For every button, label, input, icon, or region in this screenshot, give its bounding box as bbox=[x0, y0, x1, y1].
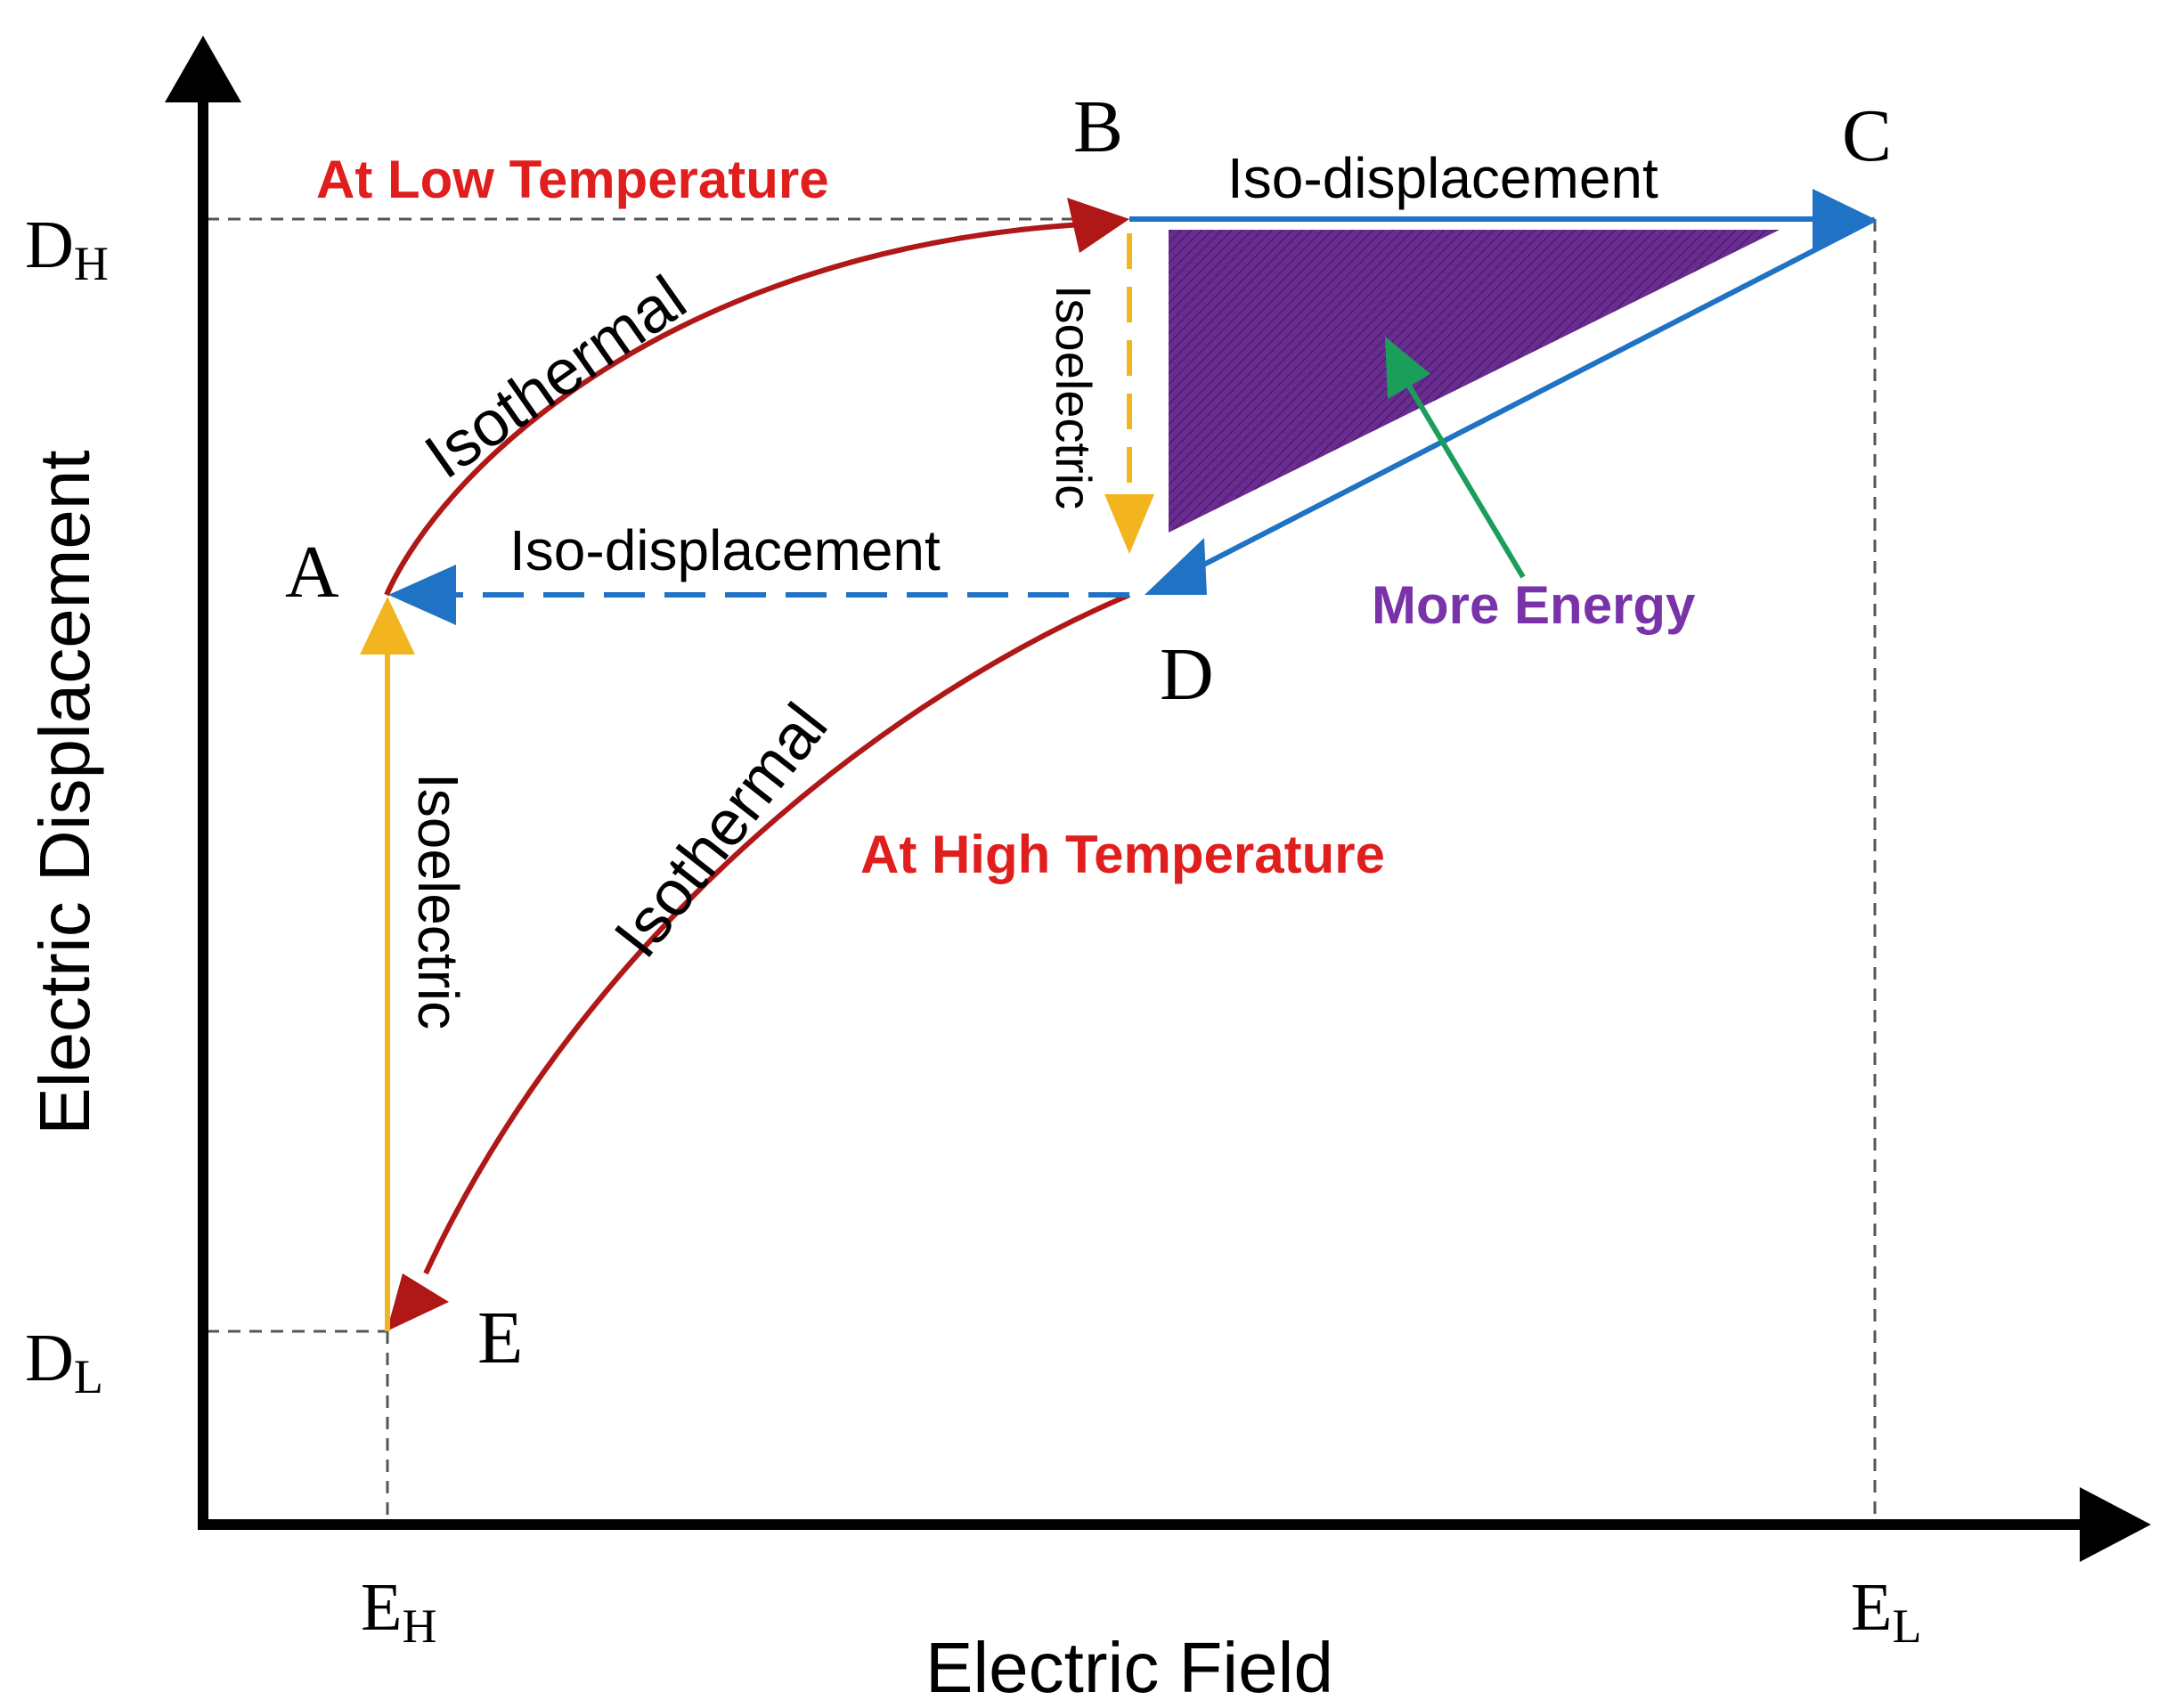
tick-d-low: DL bbox=[25, 1321, 103, 1403]
more-energy-pointer-arrowhead bbox=[1385, 337, 1430, 399]
iso-displacement-da-arrowhead bbox=[388, 565, 456, 625]
more-energy-label: More Energy bbox=[1372, 575, 1696, 635]
isoelectric-ea-label: Isoelectric bbox=[406, 773, 470, 1029]
tick-e-low: EL bbox=[1851, 1570, 1921, 1653]
cd-line bbox=[1192, 216, 1877, 573]
isothermal-upper-label: Isothermal bbox=[412, 263, 698, 492]
isothermal-lower-label: Isothermal bbox=[601, 691, 842, 971]
tick-d-high: DH bbox=[25, 207, 109, 290]
isothermal-ab-arrowhead bbox=[1067, 198, 1129, 253]
tick-e-high: EH bbox=[361, 1570, 436, 1653]
isothermal-de-curve bbox=[423, 592, 1131, 1275]
iso-displacement-mid-label: Iso-displacement bbox=[509, 518, 941, 582]
x-axis-arrowhead bbox=[2080, 1487, 2151, 1562]
guide-lines bbox=[207, 217, 1877, 1523]
axes bbox=[165, 36, 2151, 1562]
iso-displacement-top-label: Iso-displacement bbox=[1227, 146, 1658, 210]
isoelectric-bd-arrowhead bbox=[1104, 494, 1154, 554]
more-energy-pointer-line bbox=[1405, 381, 1526, 579]
y-axis-arrowhead bbox=[165, 36, 241, 102]
isoelectric-bd-label: Isoelectric bbox=[1046, 285, 1102, 509]
point-d-label: D bbox=[1160, 633, 1214, 716]
isothermal-de-arrowhead bbox=[387, 1273, 449, 1331]
y-axis-title: Electric Displacement bbox=[25, 450, 104, 1135]
cd-arrowhead bbox=[1145, 538, 1207, 595]
x-axis-title: Electric Field bbox=[925, 1628, 1333, 1707]
iso-displacement-bc-arrowhead bbox=[1813, 189, 1875, 249]
isothermal-ab-curve bbox=[384, 222, 1083, 597]
point-e-label: E bbox=[477, 1297, 523, 1379]
point-a-label: A bbox=[285, 531, 339, 614]
point-b-label: B bbox=[1073, 85, 1123, 168]
low-temperature-label: At Low Temperature bbox=[316, 150, 829, 209]
point-c-label: C bbox=[1842, 94, 1892, 177]
more-energy-region bbox=[1169, 230, 1780, 533]
isoelectric-ea-arrowhead bbox=[360, 597, 415, 655]
high-temperature-label: At High Temperature bbox=[860, 825, 1385, 884]
